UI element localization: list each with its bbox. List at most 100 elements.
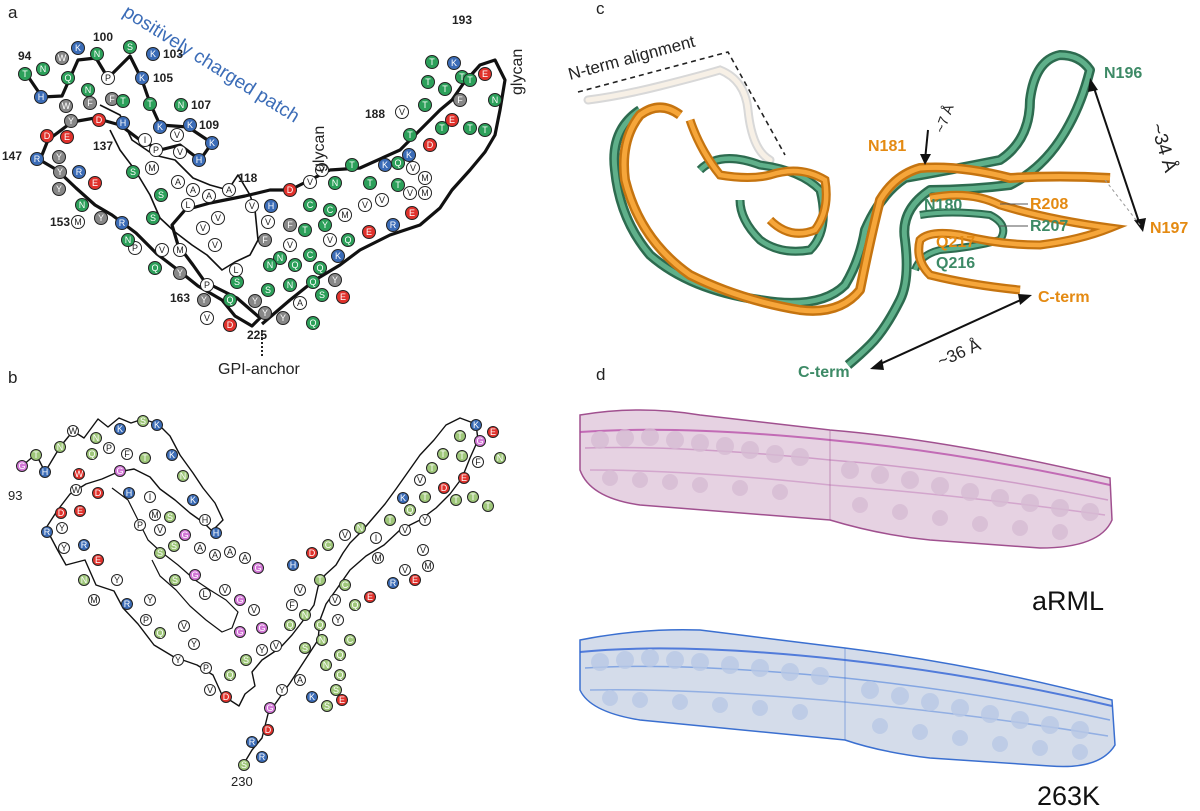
svg-text:V: V (174, 130, 180, 140)
svg-text:T: T (442, 84, 448, 94)
svg-text:V: V (379, 195, 385, 205)
svg-text:N: N (178, 100, 185, 110)
svg-text:H: H (126, 488, 133, 498)
label-r207: R207 (1030, 218, 1068, 235)
svg-text:Q: Q (336, 670, 343, 680)
svg-text:V: V (204, 313, 210, 323)
svg-text:N: N (40, 64, 47, 74)
svg-text:E: E (64, 132, 70, 142)
svg-text:K: K (75, 43, 81, 53)
res-num: 153 (50, 215, 70, 229)
svg-text:Y: Y (59, 523, 65, 533)
label-n180: N180 (924, 197, 962, 214)
svg-text:P: P (203, 663, 209, 673)
svg-text:S: S (324, 701, 330, 711)
svg-text:D: D (223, 692, 230, 702)
svg-text:N: N (319, 635, 326, 645)
label-armL: aRML (1032, 586, 1104, 616)
label-n197: N197 (1150, 220, 1188, 237)
svg-text:M: M (176, 245, 184, 255)
label-r208: R208 (1030, 196, 1068, 213)
svg-text:Q: Q (151, 263, 158, 273)
svg-text:K: K (473, 420, 479, 430)
svg-text:Y: Y (191, 639, 197, 649)
label-q216: Q216 (936, 255, 975, 272)
svg-text:E: E (339, 695, 345, 705)
svg-text:S: S (333, 685, 339, 695)
svg-text:Q: Q (226, 670, 233, 680)
svg-text:K: K (190, 495, 196, 505)
panel-b-inner-backbone (112, 488, 238, 632)
svg-text:R: R (390, 220, 397, 230)
svg-text:D: D (58, 508, 65, 518)
panel-b-residues: G T H N W N K S K P F Q G T K N W D W H … (17, 416, 506, 771)
svg-text:T: T (470, 492, 476, 502)
svg-text:V: V (307, 177, 313, 187)
svg-text:V: V (159, 245, 165, 255)
svg-text:Y: Y (61, 543, 67, 553)
svg-text:M: M (421, 173, 429, 183)
svg-text:K: K (187, 120, 193, 130)
svg-text:Q: Q (309, 277, 316, 287)
svg-text:V: V (177, 147, 183, 157)
svg-text:T: T (147, 99, 153, 109)
svg-text:Y: Y (332, 275, 338, 285)
svg-text:Y: Y (177, 268, 183, 278)
svg-text:V: V (265, 217, 271, 227)
svg-text:K: K (150, 49, 156, 59)
svg-text:V: V (362, 200, 368, 210)
svg-text:D: D (265, 725, 272, 735)
label-263k: 263K (1037, 781, 1100, 811)
svg-text:H: H (202, 515, 209, 525)
panel-b-backbone (22, 418, 478, 760)
label-n196: N196 (1104, 65, 1142, 82)
svg-text:T: T (482, 125, 488, 135)
svg-text:V: V (207, 685, 213, 695)
svg-text:C: C (307, 250, 314, 260)
svg-text:G: G (266, 703, 273, 713)
svg-text:S: S (127, 42, 133, 52)
svg-text:K: K (117, 424, 123, 434)
svg-text:E: E (92, 178, 98, 188)
svg-text:T: T (422, 100, 428, 110)
svg-text:V: V (287, 240, 293, 250)
svg-text:Q: Q (316, 263, 323, 273)
svg-text:E: E (366, 227, 372, 237)
svg-text:D: D (95, 488, 102, 498)
svg-text:S: S (167, 512, 173, 522)
svg-text:R: R (249, 737, 256, 747)
svg-text:F: F (124, 449, 130, 459)
svg-text:G: G (236, 627, 243, 637)
res-num: 107 (191, 98, 211, 112)
svg-text:F: F (289, 600, 295, 610)
svg-text:D: D (309, 548, 316, 558)
panel-b: b G T H N W N K S K P F Q G T K N W D W … (8, 368, 506, 789)
svg-text:P: P (143, 615, 149, 625)
svg-text:T: T (367, 178, 373, 188)
panel-c: c N-term alignment ~7 Å (566, 0, 1188, 381)
svg-text:N: N (492, 95, 499, 105)
263k-fibril (580, 630, 1115, 767)
svg-text:T: T (395, 180, 401, 190)
svg-text:Y: Y (259, 645, 265, 655)
svg-text:V: V (420, 545, 426, 555)
svg-text:Y: Y (280, 313, 286, 323)
res-num: 103 (163, 47, 183, 61)
svg-text:A: A (297, 675, 303, 685)
armL-fibril (580, 410, 1112, 548)
gpi-anchor-label: GPI-anchor (218, 361, 300, 378)
panel-d: d aRML (580, 365, 1115, 811)
svg-text:T: T (120, 96, 126, 106)
svg-text:G: G (476, 436, 483, 446)
dist-7: ~7 Å (932, 101, 957, 135)
svg-text:Q: Q (316, 620, 323, 630)
svg-text:M: M (374, 553, 382, 563)
glycan-label-2: glycan (509, 49, 526, 95)
svg-text:A: A (190, 185, 196, 195)
svg-text:D: D (44, 131, 51, 141)
label-n181: N181 (868, 138, 906, 155)
res-num: 118 (238, 171, 258, 185)
svg-text:N: N (287, 280, 294, 290)
label-cterm-orange: C-term (1038, 289, 1090, 306)
svg-text:H: H (120, 118, 127, 128)
